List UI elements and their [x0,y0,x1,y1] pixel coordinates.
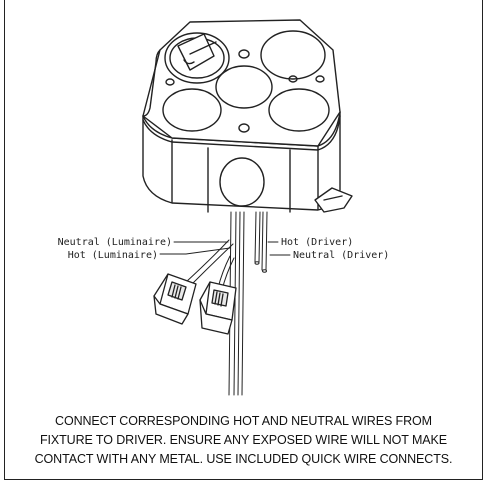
quick-wire-connector-2 [199,281,237,335]
leader-lines [159,241,291,256]
front-knockout [219,157,265,207]
caption-line: CONTACT WITH ANY METAL. USE INCLUDED QUI… [34,452,453,466]
driver-wires [254,211,268,273]
label-neutral-luminaire: Neutral (Luminaire) [58,237,172,248]
quick-wire-connector-1 [153,273,197,325]
caption-line: CONNECT CORRESPONDING HOT AND NEUTRAL WI… [55,414,432,428]
junction-box-diagram: Neutral (Luminaire) Hot (Luminaire) Hot … [58,19,390,396]
caption-line: FIXTURE TO DRIVER. ENSURE ANY EXPOSED WI… [40,433,447,447]
junction-box [142,19,353,213]
knockout-holes [162,30,330,133]
wire-labels: Neutral (Luminaire) Hot (Luminaire) Hot … [58,237,390,261]
label-hot-driver: Hot (Driver) [281,237,353,248]
instruction-caption: CONNECT CORRESPONDING HOT AND NEUTRAL WI… [6,412,481,469]
label-hot-luminaire: Hot (Luminaire) [68,250,158,261]
label-neutral-driver: Neutral (Driver) [293,250,389,261]
diagram-frame [4,0,483,480]
